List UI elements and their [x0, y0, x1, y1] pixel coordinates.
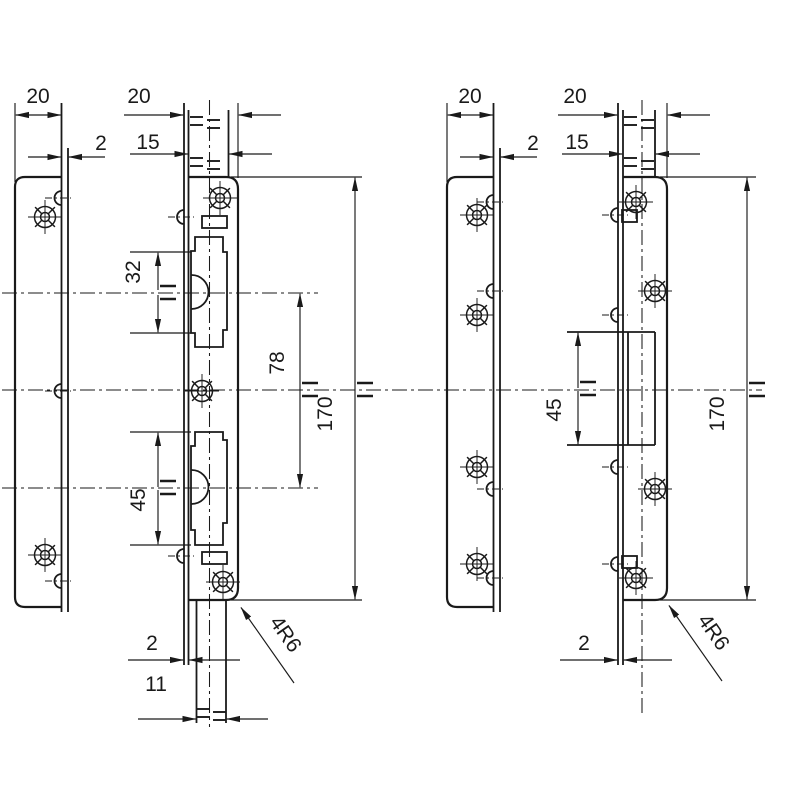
hole-notch [201, 215, 228, 229]
hole-notch [201, 551, 228, 565]
dim-label-bolt-opening: 45 [127, 488, 150, 511]
screw-hole [460, 450, 494, 484]
dim-label-opening-height: 45 [543, 398, 566, 421]
edge-hole-marker [477, 194, 503, 586]
dim-label-side-thickness: 2 [527, 132, 539, 155]
screw-hole [619, 561, 653, 595]
dim-label-overall-height: 170 [314, 396, 337, 431]
edge-hole-marker [168, 209, 194, 564]
dim-label-side-width: 20 [26, 85, 49, 108]
dim-label-side-thickness: 2 [95, 132, 107, 155]
screw-hole [185, 374, 219, 408]
screw-hole [206, 565, 240, 599]
screw-hole [619, 185, 653, 219]
break-marks [624, 116, 654, 170]
dim-label-tongue-width: 11 [145, 673, 167, 696]
dim-label-center-distance: 78 [266, 351, 289, 374]
dim-label-plate-thickness: 2 [578, 632, 590, 655]
screw-hole [638, 274, 672, 308]
edge-hole-marker [45, 190, 71, 589]
screw-hole [460, 547, 494, 581]
screw-hole [28, 200, 62, 234]
dim-label-front-width: 20 [127, 85, 150, 108]
screw-hole [460, 298, 494, 332]
right-dimensions: 20 2 20 15 45 170 2 4R6 [447, 85, 765, 682]
edge-hole-marker [602, 207, 628, 572]
dim-label-lip-width: 15 [565, 131, 588, 154]
bolt-cutout [190, 431, 228, 546]
break-marks [190, 116, 220, 170]
horizontal-centerlines [2, 292, 762, 489]
left-dimensions: 20 2 20 15 32 45 78 170 2 [15, 85, 373, 723]
screw-hole [203, 181, 237, 215]
dim-label-overall-height: 170 [706, 396, 729, 431]
dim-label-latch-opening: 32 [122, 260, 145, 283]
left-side-view [13, 103, 71, 612]
hole-notch [621, 555, 638, 569]
dim-label-lip-width: 15 [136, 131, 159, 154]
screw-hole [460, 198, 494, 232]
right-side-view [445, 103, 503, 612]
dim-label-side-width: 20 [458, 85, 481, 108]
dim-label-front-width: 20 [563, 85, 586, 108]
break-marks [197, 708, 226, 721]
right-front-view [567, 100, 756, 716]
screw-hole [638, 472, 672, 506]
left-front-view [130, 100, 362, 727]
dim-label-plate-thickness: 2 [146, 632, 158, 655]
screw-hole [28, 538, 62, 572]
